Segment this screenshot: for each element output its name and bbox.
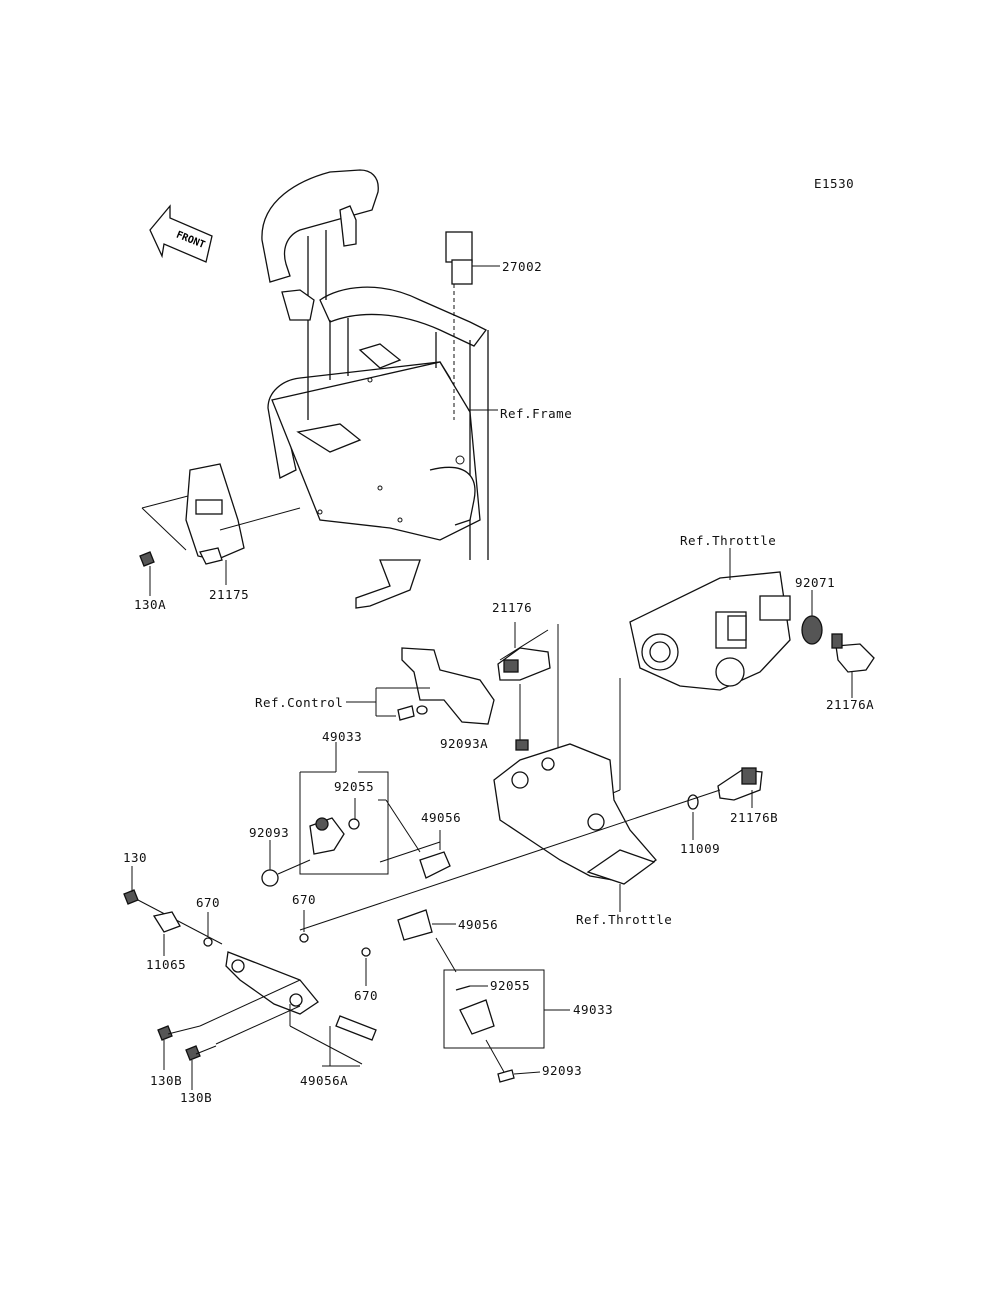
label-ref-throttle-bottom: Ref.Throttle	[576, 912, 673, 927]
ecu-21175	[141, 463, 301, 585]
label-49056-upper: 49056	[421, 810, 462, 825]
label-670-left: 670	[196, 895, 221, 910]
collar-11065	[152, 911, 181, 956]
label-27002: 27002	[502, 259, 543, 274]
label-11065: 11065	[146, 957, 187, 972]
label-21176A: 21176A	[826, 697, 875, 712]
injector-49056-a	[419, 830, 451, 879]
label-92055-lower: 92055	[490, 978, 531, 993]
label-21175: 21175	[209, 587, 250, 602]
label-670-mid: 670	[292, 892, 317, 907]
diagram-code: E1530	[814, 176, 855, 191]
washer-11009	[687, 794, 699, 840]
label-ref-throttle-top: Ref.Throttle	[680, 533, 777, 548]
label-92071: 92071	[795, 575, 836, 590]
label-11009: 11009	[680, 841, 721, 856]
label-49056-lower: 49056	[458, 917, 499, 932]
label-ref-control: Ref.Control	[255, 695, 344, 710]
bolt-130B-a	[157, 1025, 201, 1070]
label-130: 130	[123, 850, 148, 865]
relay-27002	[445, 231, 500, 420]
label-ref-frame: Ref.Frame	[500, 406, 573, 421]
label-92093-lower: 92093	[542, 1063, 583, 1078]
label-21176B: 21176B	[730, 810, 779, 825]
intake-manifold	[493, 743, 657, 912]
throttle-body	[595, 548, 791, 801]
control-bracket	[346, 647, 495, 725]
label-130B-a: 130B	[150, 1073, 183, 1088]
sensor-21176	[497, 622, 559, 790]
o-ring-670-b	[299, 933, 309, 943]
o-ring-670-a	[203, 937, 213, 947]
fuel-rail	[199, 951, 377, 1066]
label-49033-lower: 49033	[573, 1002, 614, 1017]
injector-group-lower	[443, 969, 570, 1083]
label-670-right: 670	[354, 988, 379, 1003]
injector-49056-b	[397, 909, 457, 973]
label-92093A: 92093A	[440, 736, 489, 751]
injector-group-upper	[261, 742, 421, 887]
bolt-130A	[139, 551, 155, 596]
frame-assembly	[261, 169, 489, 609]
label-49056A: 49056A	[300, 1073, 349, 1088]
grommet-92071	[801, 590, 823, 645]
label-92055-upper: 92055	[334, 779, 375, 794]
bolt-130B-b	[185, 1045, 217, 1090]
label-92093-upper: 92093	[249, 825, 290, 840]
front-arrow-icon: FRONT	[149, 204, 213, 263]
label-130A: 130A	[134, 597, 167, 612]
o-ring-670-c	[361, 947, 371, 957]
bolt-130	[123, 866, 223, 945]
label-130B-b: 130B	[180, 1090, 213, 1105]
cap-92093A	[515, 739, 529, 751]
label-49033-upper: 49033	[322, 729, 363, 744]
sensor-21176B	[717, 767, 763, 808]
label-21176: 21176	[492, 600, 533, 615]
sensor-21176A	[831, 633, 875, 698]
